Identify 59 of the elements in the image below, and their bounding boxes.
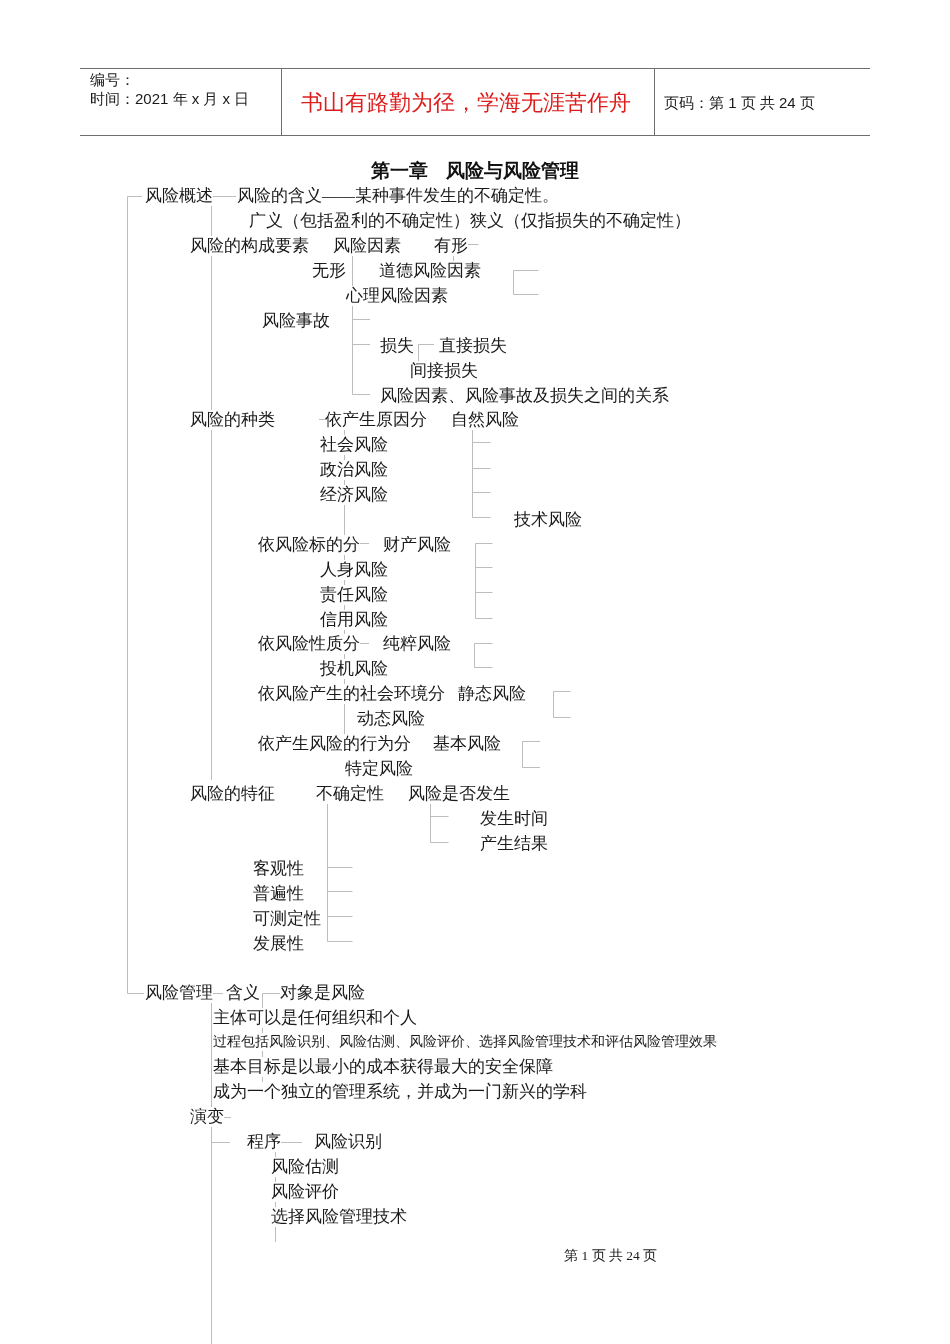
outline-text: 损失 (380, 336, 414, 356)
outline-text: 信用风险 (320, 610, 388, 630)
outline-text: 投机风险 (320, 659, 388, 679)
outline-text: 演变 (190, 1107, 224, 1127)
outline-text: 直接损失 (439, 336, 507, 356)
outline-text: 静态风险 (458, 684, 526, 704)
page-number: 第 1 页 共 24 页 (564, 1247, 658, 1265)
outline-text: 有形 (434, 236, 468, 256)
outline-text: 依产生原因分 (325, 410, 427, 430)
outline-text: 对象是风险 (280, 983, 365, 1003)
outline-text: 依风险性质分 (258, 634, 360, 654)
outline-text: 产生结果 (480, 834, 548, 854)
outline-text: 程序 (247, 1132, 281, 1152)
header-text: 时间：2021 年 x 月 x 日 (90, 90, 250, 108)
outline-text: 人身风险 (320, 560, 388, 580)
outline-text: 风险管理 (145, 983, 213, 1003)
outline-text: 客观性 (253, 859, 304, 879)
outline-text: 政治风险 (320, 460, 388, 480)
outline-text: 道德风险因素 (379, 261, 481, 281)
outline-text: 风险的特征 (190, 784, 275, 804)
outline-text: 不确定性 (316, 784, 384, 804)
chapter-title: 第一章 风险与风险管理 (371, 159, 579, 183)
outline-text: 发展性 (253, 934, 304, 954)
outline-text: 可测定性 (253, 909, 321, 929)
outline-text: 风险是否发生 (408, 784, 510, 804)
outline-text: 间接损失 (410, 361, 478, 381)
outline-text: 过程包括风险识别、风险估测、风险评价、选择风险管理技术和评估风险管理效果 (213, 1033, 717, 1051)
outline-text: 含义 (226, 983, 260, 1003)
outline-text: 普遍性 (253, 884, 304, 904)
header-text: 页码：第 1 页 共 24 页 (664, 94, 815, 112)
outline-text: 风险因素 (333, 236, 401, 256)
outline-text: 风险识别 (314, 1132, 382, 1152)
outline-text: 社会风险 (320, 435, 388, 455)
outline-text: 发生时间 (480, 809, 548, 829)
outline-text: 主体可以是任何组织和个人 (213, 1008, 417, 1028)
outline-text: 依风险产生的社会环境分 (258, 684, 445, 704)
outline-text: 风险因素、风险事故及损失之间的关系 (380, 386, 669, 406)
outline-text: 选择风险管理技术 (271, 1207, 407, 1227)
outline-text: 自然风险 (451, 410, 519, 430)
outline-text: 基本风险 (433, 734, 501, 754)
outline-text: 成为一个独立的管理系统，并成为一门新兴的学科 (213, 1082, 587, 1102)
outline-text: 风险的种类 (190, 410, 275, 430)
outline-text: 经济风险 (320, 485, 388, 505)
outline-text: 动态风险 (357, 709, 425, 729)
outline-text: 技术风险 (514, 510, 582, 530)
outline-text: 风险概述 (145, 186, 213, 206)
outline-text: 依产生风险的行为分 (258, 734, 411, 754)
outline-text: 依风险标的分 (258, 535, 360, 555)
outline-text: 责任风险 (320, 585, 388, 605)
outline-text: 纯粹风险 (383, 634, 451, 654)
outline-text: 财产风险 (383, 535, 451, 555)
outline-text: 基本目标是以最小的成本获得最大的安全保障 (213, 1057, 553, 1077)
outline-text: 风险事故 (262, 311, 330, 331)
outline-text: 风险评价 (271, 1182, 339, 1202)
outline-text: 风险估测 (271, 1157, 339, 1177)
outline-text: 特定风险 (345, 759, 413, 779)
outline-text: 心理风险因素 (346, 286, 448, 306)
outline-text: 无形 (312, 261, 346, 281)
outline-text: 风险的构成要素 (190, 236, 309, 256)
